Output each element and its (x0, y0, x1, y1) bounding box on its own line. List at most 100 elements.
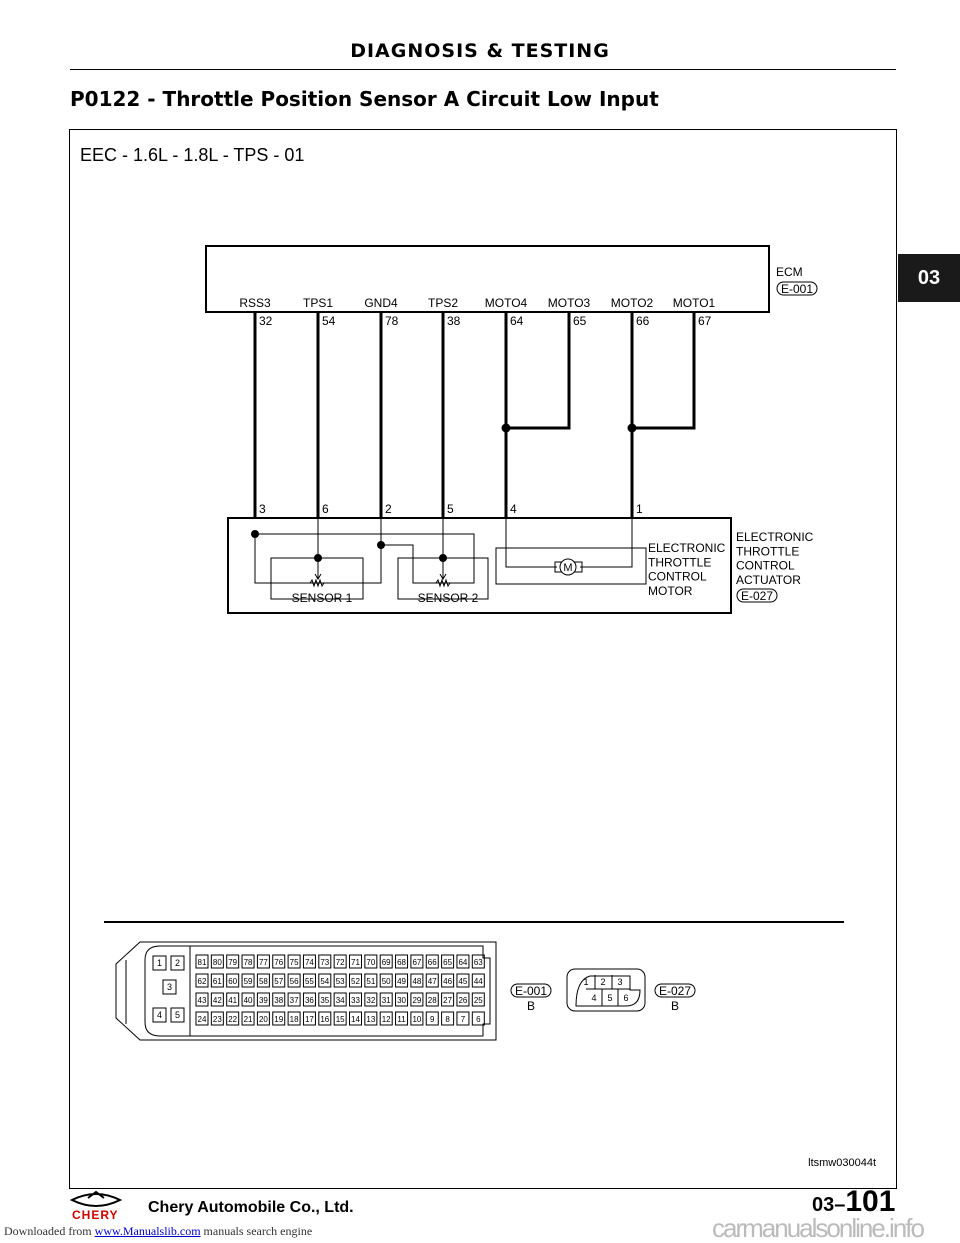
connector-pin-label: 11 (397, 1015, 406, 1024)
connector-pin-label: 3 (617, 977, 622, 987)
connector-pin-label: 23 (213, 1015, 222, 1024)
connector-pin-label: 53 (336, 977, 345, 986)
connector-pin (302, 1011, 316, 1026)
page-number: 03–101 (812, 1185, 896, 1218)
connector-pin-label: 56 (290, 977, 299, 986)
connector-pin-label: 58 (259, 977, 268, 986)
actuator-label-line: THROTTLE (736, 544, 799, 558)
motor-wiring (505, 518, 633, 568)
pin-grid (586, 975, 630, 1006)
connector-pin-label: 46 (443, 977, 452, 986)
connector-pin-label: 9 (430, 1015, 435, 1024)
motor-icon (559, 558, 577, 576)
ecm-pin-number: 78 (385, 314, 399, 328)
motor-label-line: THROTTLE (648, 555, 711, 569)
connector-pin-label: 27 (443, 996, 452, 1005)
connector-pin-label: 57 (274, 977, 283, 986)
connector-pin-label: 51 (366, 977, 375, 986)
connector-pin (272, 973, 286, 988)
ecm-pin-number: 54 (322, 314, 336, 328)
company-name: Chery Automobile Co., Ltd. (148, 1199, 354, 1216)
junction-wires (506, 312, 696, 430)
connector-pin-label: 49 (397, 977, 406, 986)
chery-logo-icon (69, 1190, 123, 1207)
connector-pin-label: 30 (397, 996, 406, 1005)
motor-label-line: CONTROL (648, 570, 707, 584)
e001-sub: B (527, 999, 535, 1013)
connector-pin-label: 8 (445, 1015, 450, 1024)
connector-pin (256, 992, 270, 1007)
connector-pin-label: 59 (244, 977, 253, 986)
connector-pin-label: 75 (290, 958, 299, 967)
connector-pin (318, 973, 332, 988)
manualslib-link[interactable]: www.Manualslib.com (94, 1224, 201, 1238)
connector-pin-label: 42 (213, 996, 222, 1005)
connector-pin-label: 34 (336, 996, 345, 1005)
ecm-pin-number: 65 (573, 314, 587, 328)
connector-pin (226, 973, 240, 988)
ecm-connector-badge (776, 281, 818, 296)
ecm-connector-code: E-001 (781, 282, 813, 296)
ecm-pin-number: 32 (259, 314, 273, 328)
ecm-label: ECM (776, 265, 803, 279)
connector-pin-label: 17 (305, 1015, 314, 1024)
connector-pin-label: 10 (412, 1015, 421, 1024)
connector-pin (410, 992, 424, 1007)
ecm-pin-name: MOTO1 (673, 296, 716, 310)
connector-pin-label: 55 (305, 977, 314, 986)
connector-pin (318, 1011, 332, 1026)
connector-pin (272, 992, 286, 1007)
motor-label-line: ELECTRONIC (648, 541, 726, 555)
connector-pin (410, 954, 424, 969)
connector-pin-label: 20 (259, 1015, 268, 1024)
connector-pin (471, 973, 485, 988)
junction-dot (251, 530, 259, 538)
connector-pin-label: 80 (213, 958, 222, 967)
connector-pin (195, 954, 209, 969)
connector-pin-label: 47 (428, 977, 437, 986)
connector-pin (302, 954, 316, 969)
connector-pin-label: 35 (320, 996, 329, 1005)
connector-pin (395, 973, 409, 988)
actuator-label-line: ACTUATOR (736, 573, 801, 587)
connector-pin (410, 1011, 424, 1026)
diagram-id: EEC - 1.6L - 1.8L - TPS - 01 (80, 145, 304, 165)
connector-pin (471, 954, 485, 969)
e001-connector-face (115, 941, 497, 1041)
connector-pin-label: 65 (443, 958, 452, 967)
header-rule (70, 69, 896, 70)
ecm-pin-name: MOTO2 (611, 296, 654, 310)
motor-label-line: MOTOR (648, 584, 693, 598)
ecm-pin-number: 67 (698, 314, 712, 328)
connector-pin (456, 992, 470, 1007)
connector-pin (425, 954, 439, 969)
connector-pin-label: 14 (351, 1015, 360, 1024)
connector-pin-label: 72 (336, 958, 345, 967)
junction-dot (377, 541, 385, 549)
ecm-pin-name: TPS2 (428, 296, 458, 310)
connector-pin-label: 61 (213, 977, 222, 986)
connector-pin-label: 81 (198, 958, 207, 967)
connector-pin-label: 24 (198, 1015, 207, 1024)
connector-pin-label: 33 (351, 996, 360, 1005)
e001-badge (510, 983, 552, 998)
connector-pin-label: 32 (366, 996, 375, 1005)
connector-pin (425, 973, 439, 988)
e027-connector-face (566, 968, 646, 1012)
connector-pin-label: 48 (412, 977, 421, 986)
connector-pin (287, 992, 301, 1007)
sensor2-label: SENSOR 2 (418, 591, 479, 605)
connector-pin (441, 954, 455, 969)
e027-code: E-027 (659, 984, 691, 998)
connector-pin-label: 6 (623, 993, 628, 1003)
chapter-tab[interactable]: 03 (898, 254, 960, 302)
connector-pin (318, 992, 332, 1007)
connector-pin-label: 41 (228, 996, 237, 1005)
actuator-pin-number: 4 (510, 502, 517, 516)
connector-pin-label: 25 (474, 996, 483, 1005)
actuator-label-line: CONTROL (736, 559, 795, 573)
connector-pin-label: 4 (157, 1010, 162, 1020)
connector-pin (195, 973, 209, 988)
connector-pin-label: 21 (244, 1015, 253, 1024)
